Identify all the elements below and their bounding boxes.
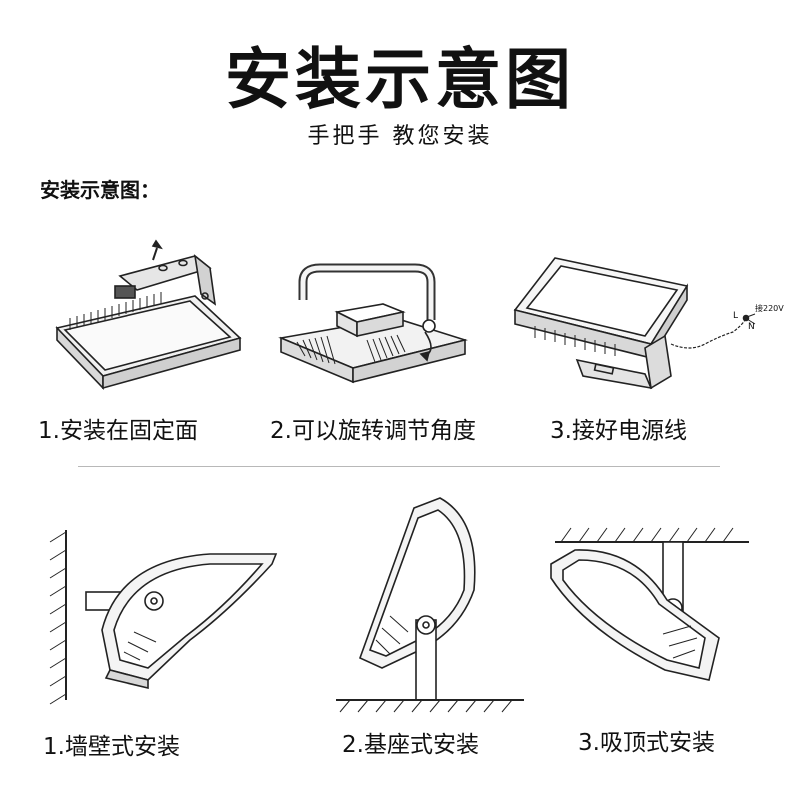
step-2-caption: 2.可以旋转调节角度 (270, 418, 476, 444)
page-subtitle: 手把手 教您安装 (307, 124, 493, 149)
step-3-illustration (505, 248, 775, 398)
wire-voltage-label: 接220V (755, 304, 784, 313)
wire-n-label: N (748, 322, 755, 332)
divider (78, 466, 720, 467)
mount-wall-illustration (40, 520, 290, 710)
step-1-illustration (45, 238, 255, 398)
mount-3-caption: 3.吸顶式安装 (578, 730, 715, 756)
step-1-caption: 1.安装在固定面 (38, 418, 198, 444)
section-label: 安装示意图： (40, 178, 160, 202)
mount-ceiling-illustration (545, 520, 755, 695)
step-2-illustration (275, 260, 475, 390)
mount-1-caption: 1.墙壁式安装 (43, 734, 180, 760)
wire-l-label: L (733, 311, 739, 321)
mount-2-caption: 2.基座式安装 (342, 732, 479, 758)
step-3-caption: 3.接好电源线 (550, 418, 687, 444)
mount-base-illustration (330, 490, 530, 715)
page-title: 安装示意图 (225, 41, 575, 118)
